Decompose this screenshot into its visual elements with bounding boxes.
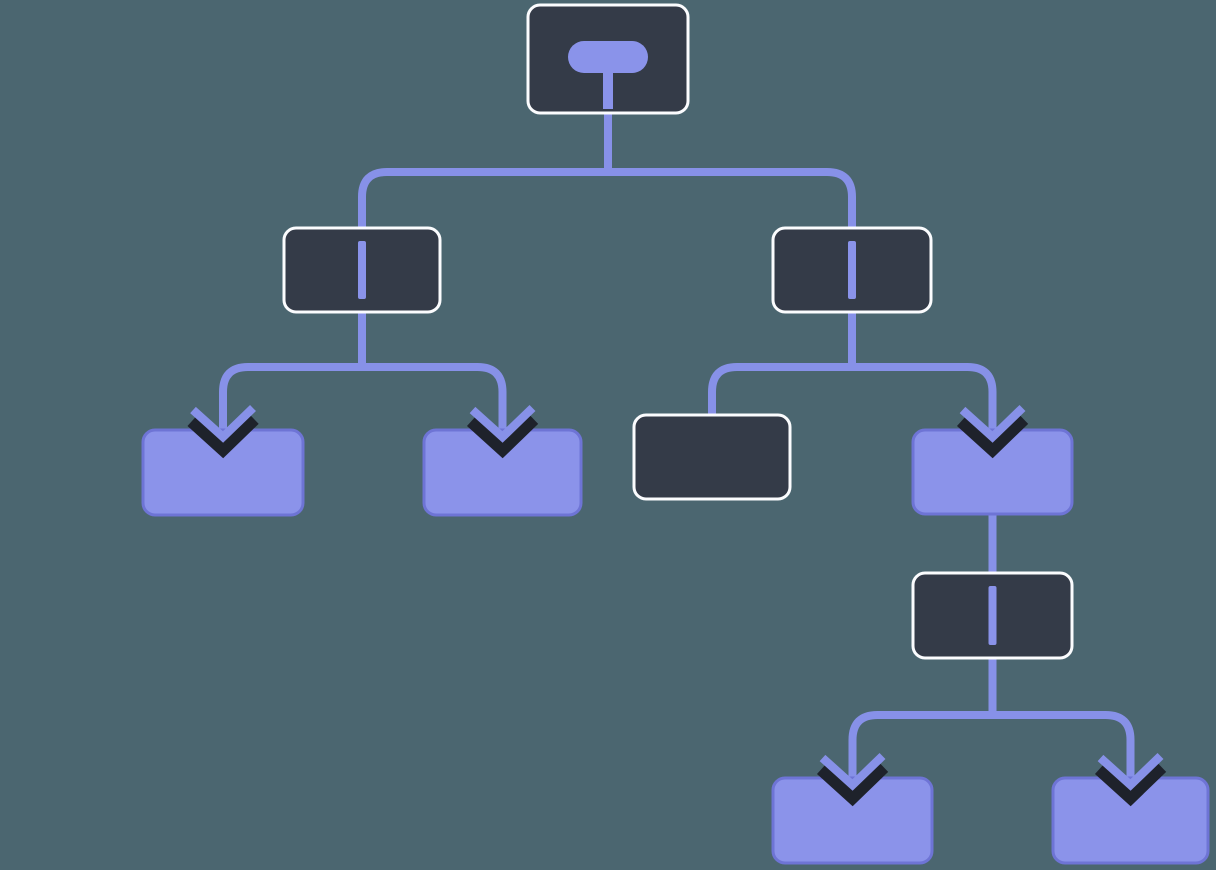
node-branch-left[interactable] bbox=[282, 226, 442, 314]
node-leaf-2[interactable] bbox=[422, 428, 583, 517]
nodes-layer bbox=[141, 3, 1210, 865]
arrow-markers-layer bbox=[187, 404, 1167, 807]
edge-fork-left bbox=[219, 312, 507, 430]
node-box bbox=[422, 428, 583, 517]
arrow-head-chevron bbox=[959, 404, 1026, 443]
edge-fork-bottom bbox=[848, 658, 1135, 778]
node-leaf-5[interactable] bbox=[1051, 776, 1210, 865]
edge-fork-right bbox=[708, 312, 997, 430]
arrow-down-icon bbox=[187, 404, 259, 459]
node-mid-purple[interactable] bbox=[911, 428, 1074, 516]
vertical-line-icon bbox=[988, 586, 997, 645]
arrow-shadow-chevron bbox=[466, 414, 539, 459]
pill-stem-icon bbox=[603, 71, 613, 109]
edge-fork-root bbox=[358, 113, 856, 228]
arrow-down-icon bbox=[1094, 752, 1167, 807]
vertical-line-icon bbox=[848, 241, 856, 299]
arrow-shadow-chevron bbox=[1094, 762, 1167, 807]
arrow-head-chevron bbox=[469, 404, 536, 443]
arrow-shadow-chevron bbox=[187, 414, 259, 459]
node-branch-right[interactable] bbox=[771, 226, 933, 314]
arrow-shadow-chevron bbox=[816, 762, 889, 807]
arrow-down-icon bbox=[816, 752, 889, 807]
node-leaf-4[interactable] bbox=[771, 776, 934, 865]
arrow-down-icon bbox=[466, 404, 539, 459]
node-box bbox=[771, 776, 934, 865]
node-box bbox=[911, 428, 1074, 516]
vertical-line-icon bbox=[358, 241, 366, 299]
arrow-head-chevron bbox=[1097, 752, 1164, 791]
node-leaf-3[interactable] bbox=[632, 413, 792, 501]
node-branch-bottom[interactable] bbox=[911, 571, 1074, 660]
node-leaf-1[interactable] bbox=[141, 428, 305, 517]
node-box bbox=[141, 428, 305, 517]
node-box bbox=[632, 413, 792, 501]
arrow-head-chevron bbox=[819, 752, 886, 791]
pill-icon bbox=[568, 41, 648, 73]
connectors-layer bbox=[219, 113, 1135, 778]
node-root[interactable] bbox=[526, 3, 690, 115]
arrow-down-icon bbox=[956, 404, 1029, 459]
node-box bbox=[1051, 776, 1210, 865]
arrow-head-chevron bbox=[190, 404, 256, 443]
arrow-shadow-chevron bbox=[956, 414, 1029, 459]
